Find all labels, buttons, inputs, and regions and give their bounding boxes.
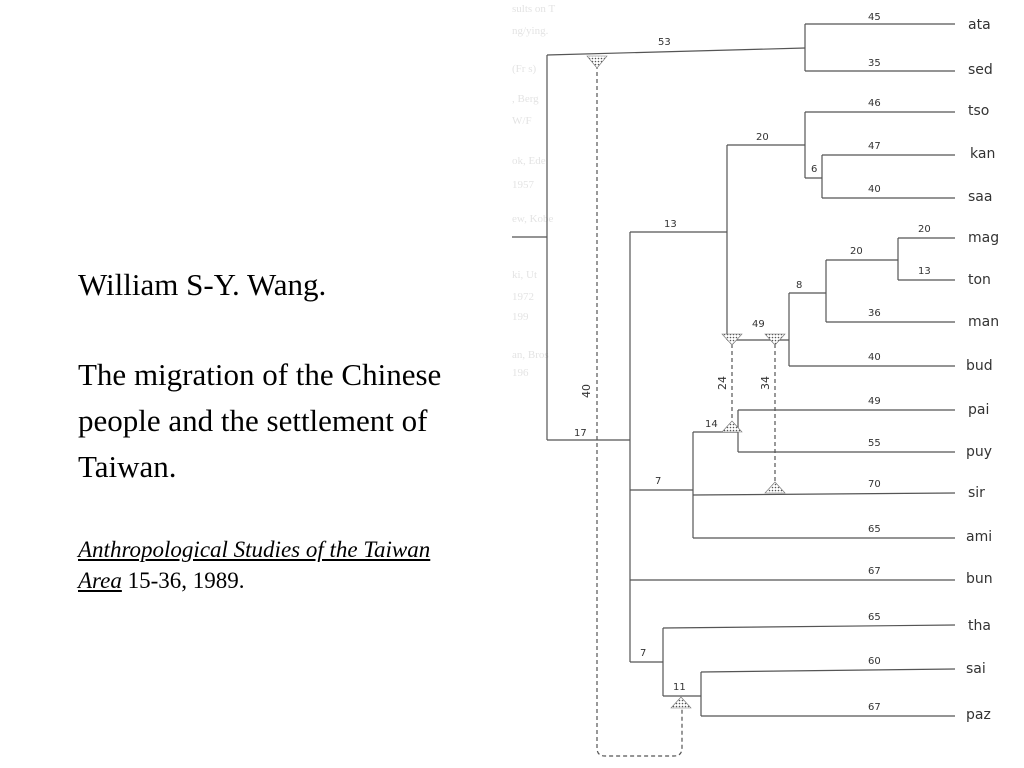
branch-length-saa: 40 [868, 184, 881, 195]
journal-pages-year: 15-36, 1989. [121, 568, 245, 593]
migration-path-long [596, 65, 683, 757]
node-label-south: 7 [640, 648, 646, 659]
taxon-labels: ata sed tso kan saa mag ton man bud pai … [966, 17, 999, 723]
taxon-bud: bud [966, 358, 993, 374]
branch-length-sir: 70 [868, 479, 881, 490]
branch-sir [692, 492, 956, 496]
branch-length-bun: 67 [868, 566, 881, 577]
node-label-kan-saa: 6 [811, 164, 817, 175]
taxon-ton: ton [968, 272, 991, 288]
branch-length-kan: 47 [868, 141, 881, 152]
branch-numbers: 45 35 46 47 40 20 13 36 40 49 55 70 65 6… [574, 12, 931, 713]
node-label-middle: 7 [655, 476, 661, 487]
branch-length-sai: 60 [868, 656, 881, 667]
svg-text:W/F: W/F [512, 115, 532, 127]
branch-length-bud: 40 [868, 352, 881, 363]
migration-label-a: 24 [716, 376, 729, 390]
taxon-sir: sir [968, 485, 985, 501]
migration-marker-bottom [670, 696, 692, 709]
branch-sai [700, 668, 956, 673]
taxon-saa: saa [968, 189, 992, 205]
node-label-north: 20 [756, 132, 769, 143]
svg-text:1972: 1972 [512, 291, 534, 303]
node-label-mag-ton-man: 8 [796, 280, 802, 291]
node-label-sai-paz: 11 [673, 682, 686, 693]
scanned-page-residue: sults on T ng/ying. (Fr s) , Berg W/F ok… [512, 3, 555, 379]
node-label-pai-puy: 14 [705, 419, 718, 430]
taxon-tso: tso [968, 103, 989, 119]
branch-length-man: 36 [868, 308, 881, 319]
migration-links [586, 55, 786, 757]
branch-length-puy: 55 [868, 438, 881, 449]
migration-label-b: 34 [759, 376, 772, 390]
svg-text:ng/ying.: ng/ying. [512, 25, 549, 37]
taxon-bun: bun [966, 571, 993, 587]
citation-block: William S-Y. Wang. The migration of the … [78, 262, 478, 596]
svg-text:1957: 1957 [512, 179, 535, 191]
migration-label-long: 40 [580, 384, 593, 398]
taxon-man: man [968, 314, 999, 330]
node-label-bud-group: 49 [752, 319, 765, 330]
taxon-ata: ata [968, 17, 991, 33]
taxon-tha: tha [968, 618, 991, 634]
svg-text:ok, Ede: ok, Ede [512, 155, 546, 167]
branch-length-ami: 65 [868, 524, 881, 535]
branch-length-ata: 45 [868, 12, 881, 23]
branch-tha [662, 624, 956, 629]
taxon-kan: kan [970, 146, 995, 162]
svg-text:ki, Ut: ki, Ut [512, 269, 537, 281]
branch-length-tha: 65 [868, 612, 881, 623]
node-label-ata-sed: 53 [658, 37, 671, 48]
svg-text:(Fr s): (Fr s) [512, 63, 536, 75]
taxon-ami: ami [966, 529, 992, 545]
node-label-mag-ton: 20 [850, 246, 863, 257]
tree-svg: sults on T ng/ying. (Fr s) , Berg W/F ok… [512, 3, 999, 757]
taxon-sed: sed [968, 62, 993, 78]
svg-text:ew, Kobe: ew, Kobe [512, 213, 554, 225]
node-label-upper: 13 [664, 219, 677, 230]
svg-text:sults on T: sults on T [512, 3, 555, 15]
tree-branches [512, 23, 956, 717]
journal-reference: Anthropological Studies of the Taiwan Ar… [78, 534, 478, 596]
node-label-root-lower: 17 [574, 428, 587, 439]
taxon-mag: mag [968, 230, 999, 246]
taxon-puy: puy [966, 444, 992, 460]
migration-marker-top [586, 55, 608, 69]
branch-length-paz: 67 [868, 702, 881, 713]
article-title: The migration of the Chinese people and … [78, 357, 442, 484]
svg-text:196: 196 [512, 367, 529, 379]
taxon-sai: sai [966, 661, 986, 677]
branch-upper-root [546, 47, 806, 56]
migration-marker-a-top [721, 333, 743, 346]
svg-text:an, Bros: an, Bros [512, 349, 549, 361]
taxon-pai: pai [968, 402, 989, 418]
journal-name: Anthropological Studies of the Taiwan Ar… [78, 537, 431, 593]
taxon-paz: paz [966, 707, 991, 723]
branch-length-sed: 35 [868, 58, 881, 69]
svg-text:, Berg: , Berg [512, 93, 539, 105]
svg-text:199: 199 [512, 311, 529, 323]
branch-length-mag: 20 [918, 224, 931, 235]
migration-marker-b-bottom [764, 481, 786, 494]
migration-marker-b-top [764, 333, 786, 346]
phylogenetic-tree: sults on T ng/ying. (Fr s) , Berg W/F ok… [505, 0, 1024, 768]
branch-length-ton: 13 [918, 266, 931, 277]
branch-length-pai: 49 [868, 396, 881, 407]
author-name: William S-Y. Wang. [78, 267, 327, 302]
migration-numbers: 40 24 34 [580, 376, 772, 398]
branch-length-tso: 46 [868, 98, 881, 109]
migration-marker-a-bottom [721, 420, 743, 433]
